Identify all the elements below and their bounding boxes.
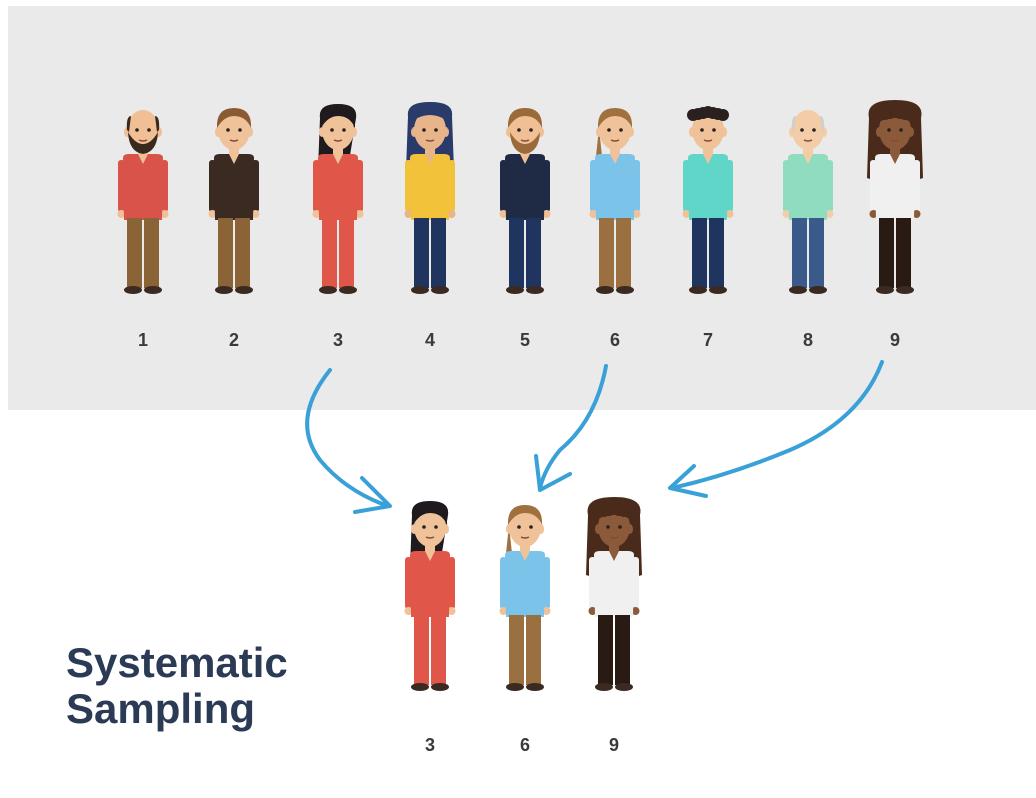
person-6-figure [589,108,641,294]
number-label-7: 7 [702,330,713,350]
sample-6-figure [499,505,551,691]
sample-label-3: 3 [424,735,435,755]
number-label-4: 4 [424,330,435,350]
number-label-1: 1 [137,330,148,350]
person-9-figure [867,100,923,294]
sample-9-figure [586,497,642,691]
sample-label-6: 6 [519,735,530,755]
arrow-from-6 [534,364,608,492]
number-label-9: 9 [889,330,900,350]
number-label-2: 2 [228,330,239,350]
sample-3-figure [404,501,456,691]
title-line-2: Sampling [66,685,256,732]
arrow-from-9 [668,360,884,498]
person-3-figure [312,104,364,294]
diagram-title: Systematic Sampling [66,640,288,732]
person-1-figure [117,110,169,294]
number-label-8: 8 [802,330,813,350]
person-2-figure [208,108,260,294]
sample-label-9: 9 [608,735,619,755]
person-7-figure [682,106,734,294]
person-4-figure [404,102,456,294]
number-label-3: 3 [332,330,343,350]
person-8-figure [782,110,834,294]
person-5-figure [499,108,551,294]
number-label-6: 6 [609,330,620,350]
number-label-5: 5 [519,330,530,350]
title-line-1: Systematic [66,639,288,686]
arrow-from-3 [305,368,392,514]
